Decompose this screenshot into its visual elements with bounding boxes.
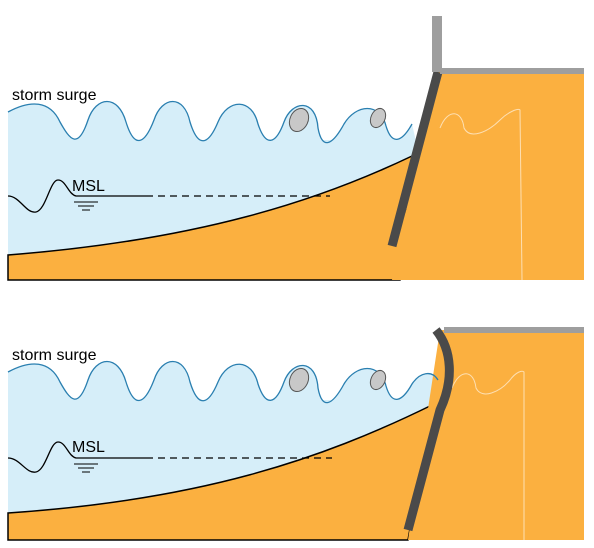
- inland-wave-ghost: [451, 370, 525, 540]
- debris-rock: [288, 107, 310, 133]
- debris-rock: [369, 107, 387, 129]
- storm-surge-label: storm surge: [12, 87, 97, 104]
- promenade-top: [440, 68, 584, 74]
- promenade-top: [444, 327, 584, 333]
- msl-wave-icon: [7, 441, 146, 473]
- hinterland: [392, 72, 584, 280]
- beach-slope: [7, 154, 413, 281]
- msl-label: MSL: [72, 439, 105, 456]
- debris-rock: [288, 367, 310, 393]
- water-lower: [8, 400, 436, 513]
- curved-sea-wall: [403, 327, 454, 532]
- panel-curved-wall: storm surge MSL: [7, 327, 584, 541]
- storm-surge-label: storm surge: [12, 347, 97, 364]
- inland-wave-ghost: [439, 109, 523, 281]
- wall-parapet: [432, 16, 442, 72]
- beach-slope: [7, 403, 433, 541]
- water-lower: [8, 140, 420, 255]
- wave-crest-line: [7, 101, 413, 144]
- msl-label: MSL: [72, 178, 105, 195]
- panel-vertical-wall: storm surge MSL: [7, 16, 584, 281]
- sea-wall: [387, 70, 443, 248]
- debris-rock: [369, 369, 387, 391]
- msl-wave-icon: [7, 179, 146, 213]
